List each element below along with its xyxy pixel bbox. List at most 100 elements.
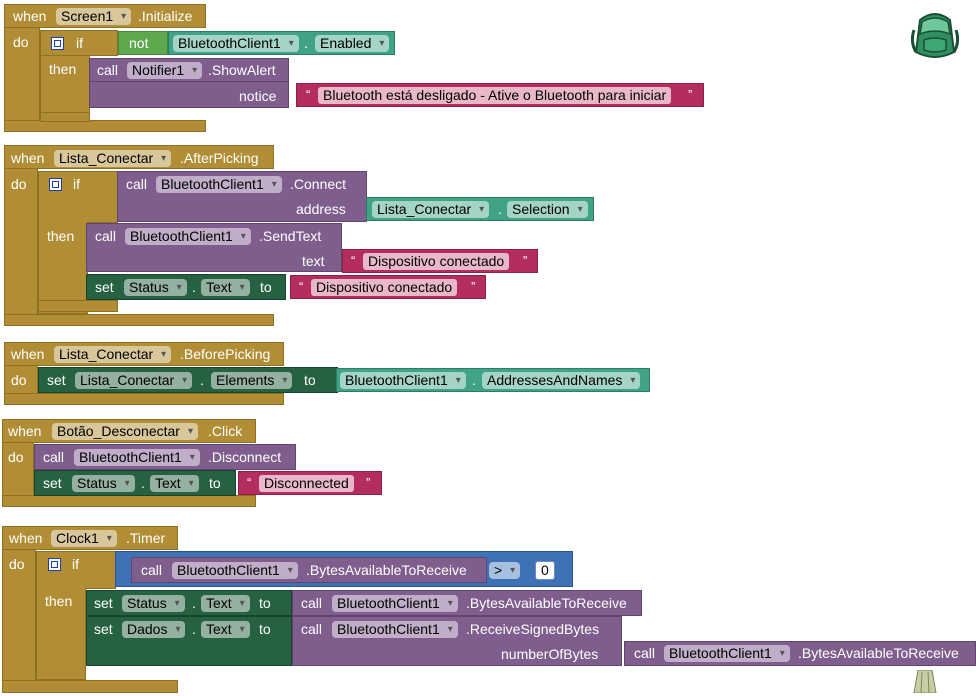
- open-quote-icon: “: [299, 279, 304, 294]
- event-name: .Timer: [126, 530, 166, 546]
- text-label: text: [302, 253, 325, 269]
- property-dropdown[interactable]: Text: [201, 621, 250, 638]
- dot-label: .: [498, 201, 502, 217]
- property-dropdown[interactable]: Text: [201, 279, 250, 296]
- property-dropdown[interactable]: Enabled: [315, 35, 390, 52]
- event-name: .Click: [208, 423, 243, 439]
- text-value[interactable]: Dispositivo conectado: [363, 253, 510, 270]
- mutator-gear-icon[interactable]: [49, 178, 62, 191]
- method-name: .BytesAvailableToReceive: [798, 645, 959, 661]
- do-label: do: [11, 372, 27, 388]
- set-label: set: [94, 595, 113, 611]
- component-dropdown[interactable]: Botão_Desconectar: [52, 423, 198, 440]
- method-name: .ReceiveSignedBytes: [466, 621, 600, 637]
- then-label: then: [47, 228, 75, 244]
- text-value[interactable]: Bluetooth está desligado - Ative o Bluet…: [318, 87, 672, 104]
- method-name: .BytesAvailableToReceive: [466, 595, 627, 611]
- method-name: .SendText: [259, 228, 322, 244]
- property-dropdown[interactable]: Selection: [507, 201, 588, 218]
- bluetooth-component-dropdown[interactable]: BluetoothClient1: [156, 176, 282, 193]
- when-label: when: [11, 346, 45, 362]
- to-label: to: [260, 279, 272, 295]
- dot-label: .: [192, 279, 196, 295]
- do-label: do: [11, 176, 27, 192]
- trash-icon[interactable]: [912, 669, 938, 694]
- mutator-gear-icon[interactable]: [48, 558, 61, 571]
- when-label: when: [8, 423, 42, 439]
- if-label: if: [73, 176, 80, 192]
- bluetooth-component-dropdown[interactable]: BluetoothClient1: [172, 562, 298, 579]
- dot-label: .: [200, 372, 204, 388]
- set-status-text[interactable]: [34, 470, 236, 496]
- do-label: do: [13, 34, 29, 50]
- set-label: set: [43, 475, 62, 491]
- bluetooth-component-dropdown[interactable]: BluetoothClient1: [332, 595, 458, 612]
- event-name: .AfterPicking: [180, 150, 259, 166]
- status-component-dropdown[interactable]: Status: [122, 595, 185, 612]
- bluetooth-component-dropdown[interactable]: BluetoothClient1: [332, 621, 458, 638]
- component-dropdown[interactable]: Lista_Conectar: [54, 346, 172, 363]
- bluetooth-component-dropdown[interactable]: BluetoothClient1: [74, 449, 200, 466]
- not-block[interactable]: [118, 31, 168, 55]
- call-label: call: [126, 176, 148, 192]
- text-value[interactable]: Disconnected: [259, 475, 354, 492]
- then-label: then: [45, 593, 73, 609]
- bluetooth-component-dropdown[interactable]: BluetoothClient1: [173, 35, 299, 52]
- when-label: when: [9, 530, 43, 546]
- to-label: to: [209, 475, 221, 491]
- set-label: set: [95, 279, 114, 295]
- component-dropdown[interactable]: Lista_Conectar: [54, 150, 172, 167]
- component-dropdown[interactable]: Lista_Conectar: [372, 201, 490, 218]
- event-name: .BeforePicking: [180, 346, 271, 362]
- call-label: call: [43, 449, 65, 465]
- notice-label: notice: [239, 88, 277, 104]
- set-dados-text[interactable]: [86, 616, 292, 666]
- property-dropdown[interactable]: AddressesAndNames: [482, 372, 641, 389]
- not-label: not: [129, 35, 149, 51]
- method-name: .BytesAvailableToReceive: [306, 562, 467, 578]
- bluetooth-component-dropdown[interactable]: BluetoothClient1: [340, 372, 466, 389]
- do-label: do: [9, 556, 25, 572]
- method-name: .Connect: [290, 176, 347, 192]
- status-component-dropdown[interactable]: Status: [124, 279, 187, 296]
- call-label: call: [97, 62, 119, 78]
- notifier-dropdown[interactable]: Notifier1: [127, 62, 203, 79]
- set-status-text[interactable]: [86, 590, 292, 616]
- set-label: set: [94, 621, 113, 637]
- number-zero[interactable]: 0: [535, 561, 555, 580]
- call-label: call: [95, 228, 117, 244]
- property-dropdown[interactable]: Text: [201, 595, 250, 612]
- do-label: do: [8, 449, 24, 465]
- if-label: if: [76, 35, 83, 51]
- dados-component-dropdown[interactable]: Dados: [122, 621, 186, 638]
- close-quote-icon: ”: [471, 279, 476, 294]
- bluetooth-component-dropdown[interactable]: BluetoothClient1: [125, 228, 251, 245]
- close-quote-icon: ”: [688, 87, 693, 102]
- number-of-bytes-label: numberOfBytes: [501, 646, 599, 662]
- close-quote-icon: ”: [366, 475, 371, 490]
- backpack-icon[interactable]: [908, 8, 962, 64]
- dot-label: .: [472, 372, 476, 388]
- dot-label: .: [192, 595, 196, 611]
- call-label: call: [634, 645, 656, 661]
- mutator-gear-icon[interactable]: [51, 37, 64, 50]
- property-dropdown[interactable]: Text: [150, 475, 199, 492]
- open-quote-icon: “: [247, 475, 252, 490]
- component-dropdown[interactable]: Clock1: [51, 530, 117, 547]
- text-value[interactable]: Dispositivo conectado: [311, 279, 458, 296]
- call-label: call: [301, 595, 323, 611]
- operator-dropdown[interactable]: >: [489, 562, 521, 579]
- property-dropdown[interactable]: Elements: [211, 372, 293, 389]
- bluetooth-component-dropdown[interactable]: BluetoothClient1: [664, 645, 790, 662]
- open-quote-icon: “: [351, 253, 356, 268]
- component-dropdown[interactable]: Lista_Conectar: [75, 372, 193, 389]
- method-name: .ShowAlert: [208, 62, 276, 78]
- call-label: call: [301, 621, 323, 637]
- component-dropdown[interactable]: Screen1: [56, 8, 132, 25]
- set-label: set: [47, 372, 66, 388]
- to-label: to: [259, 621, 271, 637]
- when-label: when: [11, 150, 45, 166]
- to-label: to: [304, 372, 316, 388]
- status-component-dropdown[interactable]: Status: [72, 475, 135, 492]
- event-name: .Initialize: [138, 8, 193, 24]
